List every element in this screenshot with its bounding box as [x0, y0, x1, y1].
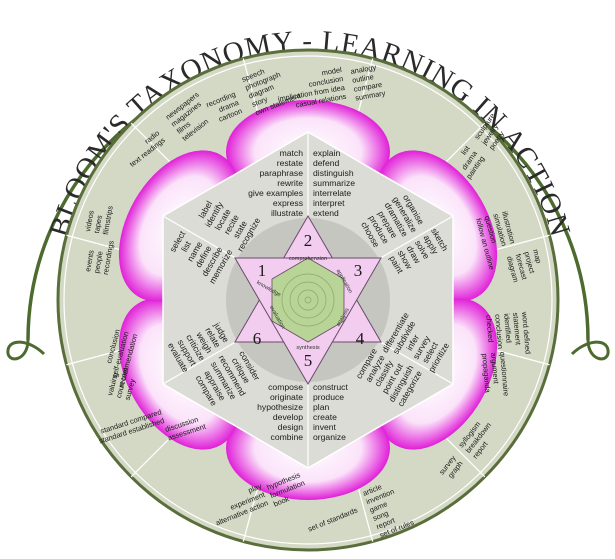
svg-text:videos: videos [83, 209, 96, 232]
svg-text:create: create [313, 412, 337, 422]
level-5-number: 5 [304, 351, 313, 370]
svg-text:defend: defend [313, 158, 340, 168]
level-4-number: 4 [356, 329, 365, 348]
level-3-number: 3 [354, 261, 363, 280]
left-loop [6, 339, 46, 361]
svg-text:paraphrase: paraphrase [260, 168, 304, 178]
svg-text:develop: develop [273, 412, 303, 422]
svg-text:compose: compose [268, 382, 303, 392]
svg-text:invent: invent [313, 422, 337, 432]
products-upper-right-a: list drama painting [459, 144, 486, 181]
products-lower-right-b: questionnaire argument propaganda [480, 351, 511, 396]
svg-text:give examples: give examples [248, 188, 303, 198]
svg-text:restate: restate [277, 158, 303, 168]
level-5-name: synthesis [296, 345, 320, 351]
svg-text:identified: identified [502, 313, 514, 343]
svg-text:organize: organize [313, 432, 346, 442]
level-6-number: 6 [253, 329, 262, 348]
products-left-b: valuing court trial survey [105, 367, 137, 401]
verbs-comprehension-left: match restate paraphrase rewrite give ex… [248, 148, 303, 218]
svg-text:distinguish: distinguish [313, 168, 354, 178]
svg-text:argument: argument [489, 352, 501, 384]
verbs-synthesis-left: compose originate hypothesize develop de… [257, 382, 303, 442]
products-lower-right-a: word defined statement identified conclu… [484, 310, 533, 354]
svg-text:explain: explain [313, 148, 340, 158]
svg-text:word defined: word defined [520, 310, 533, 354]
svg-text:list: list [179, 239, 193, 254]
inner-ring [63, 55, 553, 545]
verbs-comprehension-right: explain defend distinguish summarize int… [313, 148, 355, 218]
svg-text:checked: checked [484, 315, 495, 343]
svg-text:summarize: summarize [313, 178, 355, 188]
svg-text:express: express [273, 198, 303, 208]
svg-text:tapes: tapes [92, 214, 104, 234]
svg-text:illustrate: illustrate [271, 208, 303, 218]
svg-text:map: map [531, 248, 543, 264]
svg-text:rewrite: rewrite [277, 178, 303, 188]
svg-text:extend: extend [313, 208, 339, 218]
verbs-evaluation-upper: consider critique recommend summarize ap… [194, 349, 263, 408]
svg-text:list: list [459, 144, 472, 157]
level-2: 2 comprehension [289, 231, 327, 262]
svg-text:propaganda: propaganda [480, 353, 492, 394]
verbs-analysis-lower: compare analyze classify point out disti… [354, 346, 424, 408]
svg-text:outline: outline [351, 72, 374, 85]
products-right-a: illustration simulation question follow … [474, 210, 517, 271]
svg-text:hypothesize: hypothesize [257, 402, 303, 412]
svg-text:interrelate: interrelate [313, 188, 351, 198]
svg-text:match: match [280, 148, 304, 158]
products-bottom-b: article invention game song report set o… [361, 482, 415, 539]
svg-text:events: events [83, 249, 96, 272]
right-loop [570, 339, 610, 361]
svg-text:analogy: analogy [350, 63, 377, 76]
center-hexagon [271, 257, 345, 343]
svg-text:conclusion: conclusion [493, 314, 505, 350]
svg-text:questionnaire: questionnaire [498, 351, 511, 396]
svg-text:statement: statement [511, 312, 523, 345]
svg-text:originate: originate [270, 392, 303, 402]
svg-text:model: model [321, 65, 343, 77]
level-2-name: comprehension [289, 256, 327, 262]
level-1-number: 1 [258, 261, 267, 280]
svg-text:people: people [92, 250, 105, 273]
verbs-application-upper: organise generalize dramatize prepare pr… [359, 193, 426, 249]
products-bottom-left-b: hypothesis formulation book [265, 470, 306, 508]
svg-text:plan: plan [313, 402, 329, 412]
level-2-number: 2 [304, 231, 313, 250]
svg-text:construct: construct [313, 382, 348, 392]
svg-text:combine: combine [271, 432, 304, 442]
level-5: 5 synthesis [296, 345, 320, 370]
center-rings [281, 273, 335, 327]
svg-text:produce: produce [313, 392, 344, 402]
svg-text:interpret: interpret [313, 198, 345, 208]
svg-text:design: design [278, 422, 304, 432]
verbs-synthesis-right: construct produce plan create invent org… [313, 382, 348, 442]
products-upper-right-b: sculpture jewelry poetry [472, 111, 506, 151]
